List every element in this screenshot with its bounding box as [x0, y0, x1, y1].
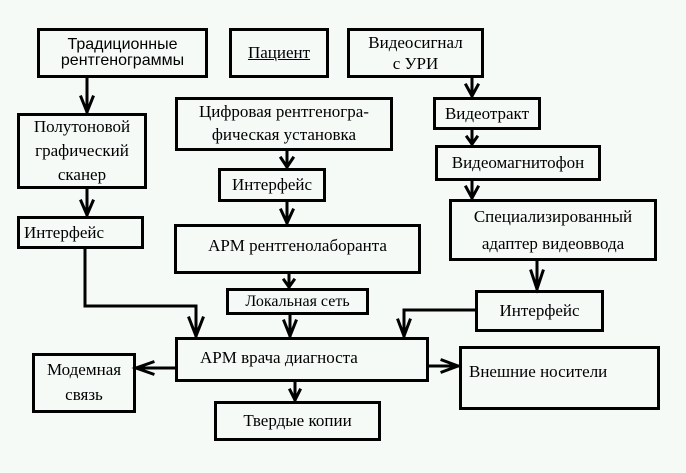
node-interface-right: Интерфейс [475, 290, 604, 332]
edge-radiographer-to-network [281, 271, 297, 290]
node-digital-xray-unit: Цифровая рентгеногра- фическая установка [175, 97, 393, 151]
node-local-network: Локальная сеть [226, 288, 369, 315]
node-radiographer-workstation: АРМ рентгенолаборанта [174, 224, 421, 274]
edge-diagnostician-to-modem [131, 360, 177, 376]
node-video-path-label: Видеотракт [444, 103, 530, 123]
node-interface-center: Интерфейс [218, 168, 326, 202]
node-video-signal-label: Видеосигнал с УРИ [368, 32, 463, 73]
node-interface-center-label: Интерфейс [231, 175, 313, 195]
node-modem-link-label: Модемная связь [46, 360, 122, 404]
node-traditional-xrays-label: Традиционные рентгенограммы [60, 36, 185, 69]
node-radiographer-workstation-label: АРМ рентгенолаборанта [208, 236, 387, 255]
edge-diagnostician-to-external [426, 358, 463, 374]
edge-interface-center-to-radiographer [279, 199, 295, 227]
node-patient-label: Пациент [247, 43, 311, 63]
node-digital-xray-unit-label: Цифровая рентгеногра- фическая установка [199, 102, 369, 144]
node-video-path: Видеотракт [433, 97, 541, 130]
edge-network-to-diagnostician [282, 312, 298, 341]
node-hard-copies: Твердые копии [214, 401, 381, 441]
node-video-signal: Видеосигнал с УРИ [347, 28, 484, 78]
node-external-media-label: Внешние носители [469, 362, 608, 381]
node-patient: Пациент [229, 28, 329, 78]
node-interface-left: Интерфейс [17, 216, 144, 249]
node-vcr-label: Видеомагнитофон [451, 153, 585, 173]
node-diagnostician-workstation: АРМ врача диагноста [175, 337, 429, 382]
edge-digital-to-interface-center [278, 148, 296, 170]
node-interface-left-label: Интерфейс [24, 222, 105, 242]
node-vcr: Видеомагнитофон [435, 145, 601, 181]
node-halftone-scanner: Полутоновой графический сканер [17, 113, 147, 189]
edge-scanner-to-interface-left [79, 186, 95, 219]
node-modem-link: Модемная связь [32, 353, 136, 413]
edge-adapter-to-interface-right [529, 258, 545, 294]
edge-traditional-to-scanner [79, 75, 95, 117]
edge-interface-left-to-diagnostician [83, 246, 205, 341]
edge-interface-right-to-diagnostician [396, 308, 477, 341]
node-interface-right-label: Интерфейс [499, 301, 580, 321]
edge-diagnostician-to-hardcopies [287, 379, 303, 404]
node-halftone-scanner-label: Полутоновой графический сканер [33, 117, 131, 184]
node-traditional-xrays: Традиционные рентгенограммы [37, 28, 208, 78]
edge-videopath-to-vcr [464, 127, 480, 147]
node-local-network-label: Локальная сеть [245, 292, 350, 310]
node-video-input-adapter-label: Специализированный адаптер видеоввода [473, 206, 633, 253]
edge-videosignal-to-videopath [463, 75, 481, 100]
node-diagnostician-workstation-label: АРМ врача диагноста [200, 348, 358, 367]
edge-vcr-to-adapter [463, 178, 481, 202]
node-video-input-adapter: Специализированный адаптер видеоввода [449, 199, 657, 261]
node-hard-copies-label: Твердые копии [243, 411, 352, 431]
node-external-media: Внешние носители [459, 346, 660, 410]
